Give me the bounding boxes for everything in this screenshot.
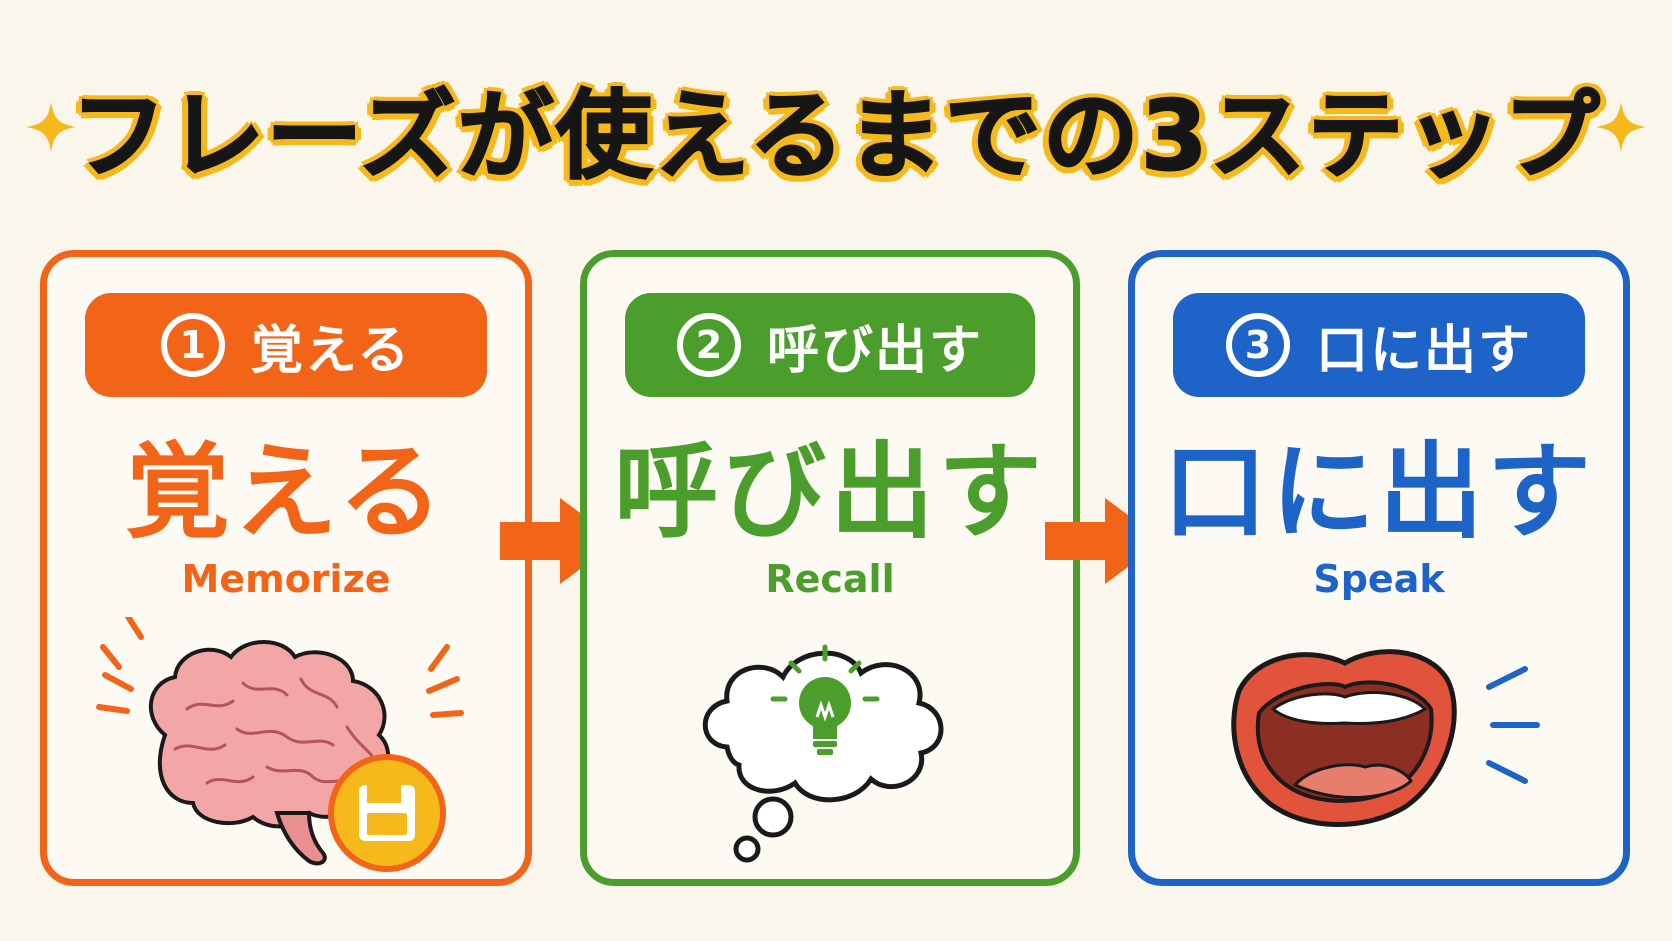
step-card-speak: 3 口に出す 口に出す Speak — [1128, 250, 1630, 886]
sparkle-icon — [25, 101, 77, 153]
step-label-pill: 1 覚える — [85, 293, 487, 397]
step-heading: 口に出す — [1162, 431, 1595, 553]
step-label: 呼び出す — [766, 320, 983, 381]
step-english: Recall — [765, 557, 895, 601]
brain-with-save-icon — [96, 617, 464, 872]
step-english: Memorize — [181, 557, 391, 601]
thought-bubble-lightbulb-icon — [702, 644, 944, 863]
step-heading: 覚える — [125, 431, 447, 553]
step-label: 覚える — [250, 320, 412, 381]
step-number-badge: 2 — [676, 313, 741, 377]
step-label-pill: 2 呼び出す — [625, 293, 1035, 397]
open-mouth-icon — [1231, 649, 1540, 827]
page-title: フレーズが使えるまでの3ステップ — [69, 79, 1602, 193]
step-number-badge: 3 — [1225, 313, 1290, 377]
step-english: Speak — [1313, 557, 1445, 601]
title-banner: フレーズが使えるまでの3ステップ — [0, 62, 1672, 193]
step-card-memorize: 1 覚える 覚える Memorize — [40, 250, 532, 886]
step-heading: 呼び出す — [613, 431, 1046, 553]
step-number-badge: 1 — [160, 313, 225, 377]
step-label-pill: 3 口に出す — [1173, 293, 1585, 397]
step-card-recall: 2 呼び出す 呼び出す Recall — [580, 250, 1080, 886]
step-label: 口に出す — [1315, 320, 1532, 381]
sparkle-icon — [1595, 101, 1647, 153]
